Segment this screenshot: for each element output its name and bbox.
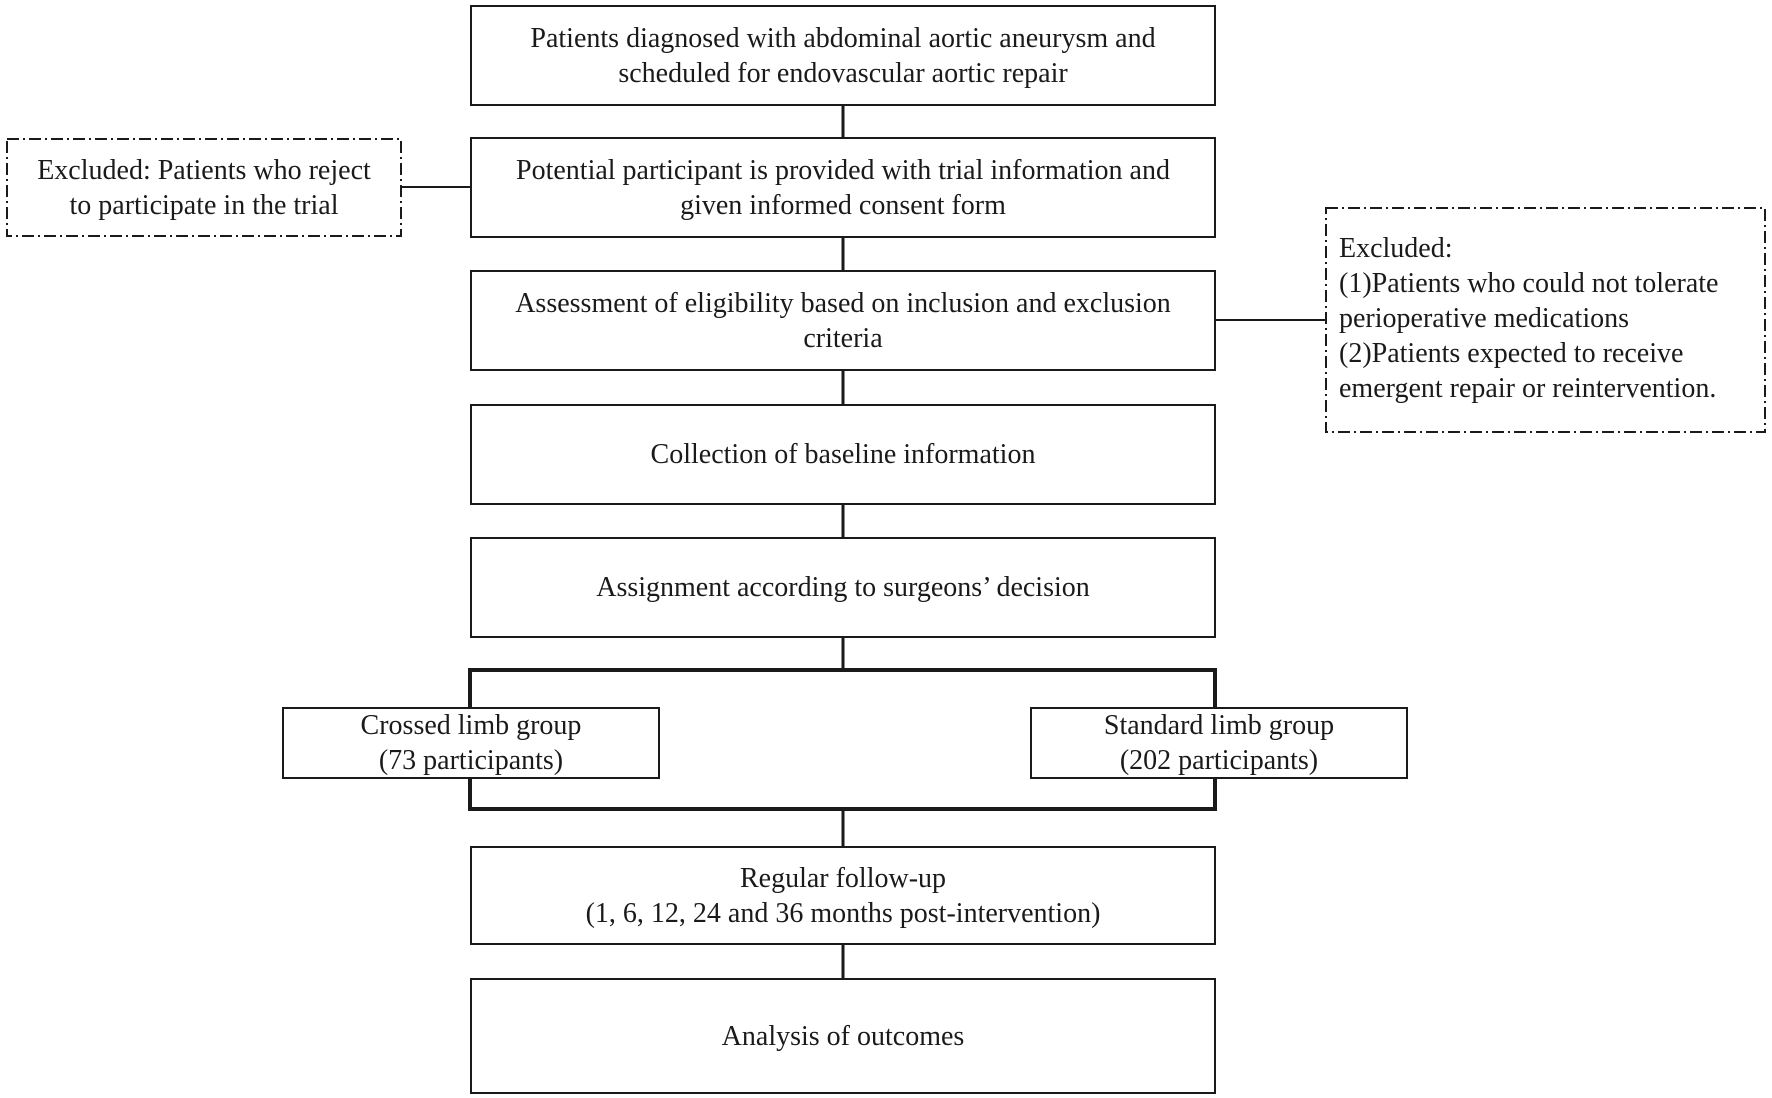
eligibility-exclusion-border (1325, 207, 1766, 433)
eligibility-exclusion-item-2b: emergent repair or reintervention. (1339, 373, 1717, 404)
baseline-box: Collection of baseline information (470, 404, 1216, 505)
consent-line-2: given informed consent form (680, 189, 1006, 221)
eligibility-exclusion-item-1a: (1)Patients who could not tolerate (1339, 268, 1719, 299)
standard-limb-group-box: Standard limb group (202 participants) (1030, 707, 1408, 779)
eligibility-exclusion-item-2a: (2)Patients expected to receive (1339, 338, 1684, 369)
eligibility-exclusion-box: Excluded: (1)Patients who could not tole… (1325, 207, 1766, 433)
screening-line-1: Patients diagnosed with abdominal aortic… (530, 22, 1156, 54)
analysis-box: Analysis of outcomes (470, 978, 1216, 1094)
consent-exclusion-box: Excluded: Patients who reject to partici… (6, 138, 402, 237)
standard-group-label: Standard limb group (1103, 710, 1335, 741)
eligibility-line-2: criteria (803, 322, 883, 354)
eligibility-line-1: Assessment of eligibility based on inclu… (515, 287, 1171, 319)
consent-box: Potential participant is provided with t… (470, 137, 1216, 238)
crossed-group-label: Crossed limb group (360, 710, 582, 741)
consent-exclusion-line-2: to participate in the trial (69, 189, 339, 221)
baseline-line-1: Collection of baseline information (650, 439, 1036, 470)
screening-box: Patients diagnosed with abdominal aortic… (470, 5, 1216, 106)
crossed-limb-group-box: Crossed limb group (73 participants) (282, 707, 660, 779)
crossed-group-count: (73 participants) (378, 745, 564, 776)
assignment-box: Assignment according to surgeons’ decisi… (470, 537, 1216, 638)
consent-exclusion-line-1: Excluded: Patients who reject (37, 154, 371, 186)
screening-line-2: scheduled for endovascular aortic repair (618, 57, 1068, 89)
eligibility-exclusion-item-1b: perioperative medications (1339, 303, 1629, 334)
assignment-line-1: Assignment according to surgeons’ decisi… (596, 572, 1090, 603)
eligibility-exclusion-heading: Excluded: (1339, 233, 1453, 264)
standard-group-count: (202 participants) (1119, 745, 1319, 776)
consent-exclusion-border (6, 138, 402, 237)
followup-line-1: Regular follow-up (739, 862, 947, 894)
followup-line-2: (1, 6, 12, 24 and 36 months post-interve… (585, 897, 1101, 929)
followup-box: Regular follow-up (1, 6, 12, 24 and 36 m… (470, 846, 1216, 945)
analysis-line-1: Analysis of outcomes (721, 1020, 965, 1052)
consent-line-1: Potential participant is provided with t… (516, 154, 1170, 186)
eligibility-box: Assessment of eligibility based on inclu… (470, 270, 1216, 371)
